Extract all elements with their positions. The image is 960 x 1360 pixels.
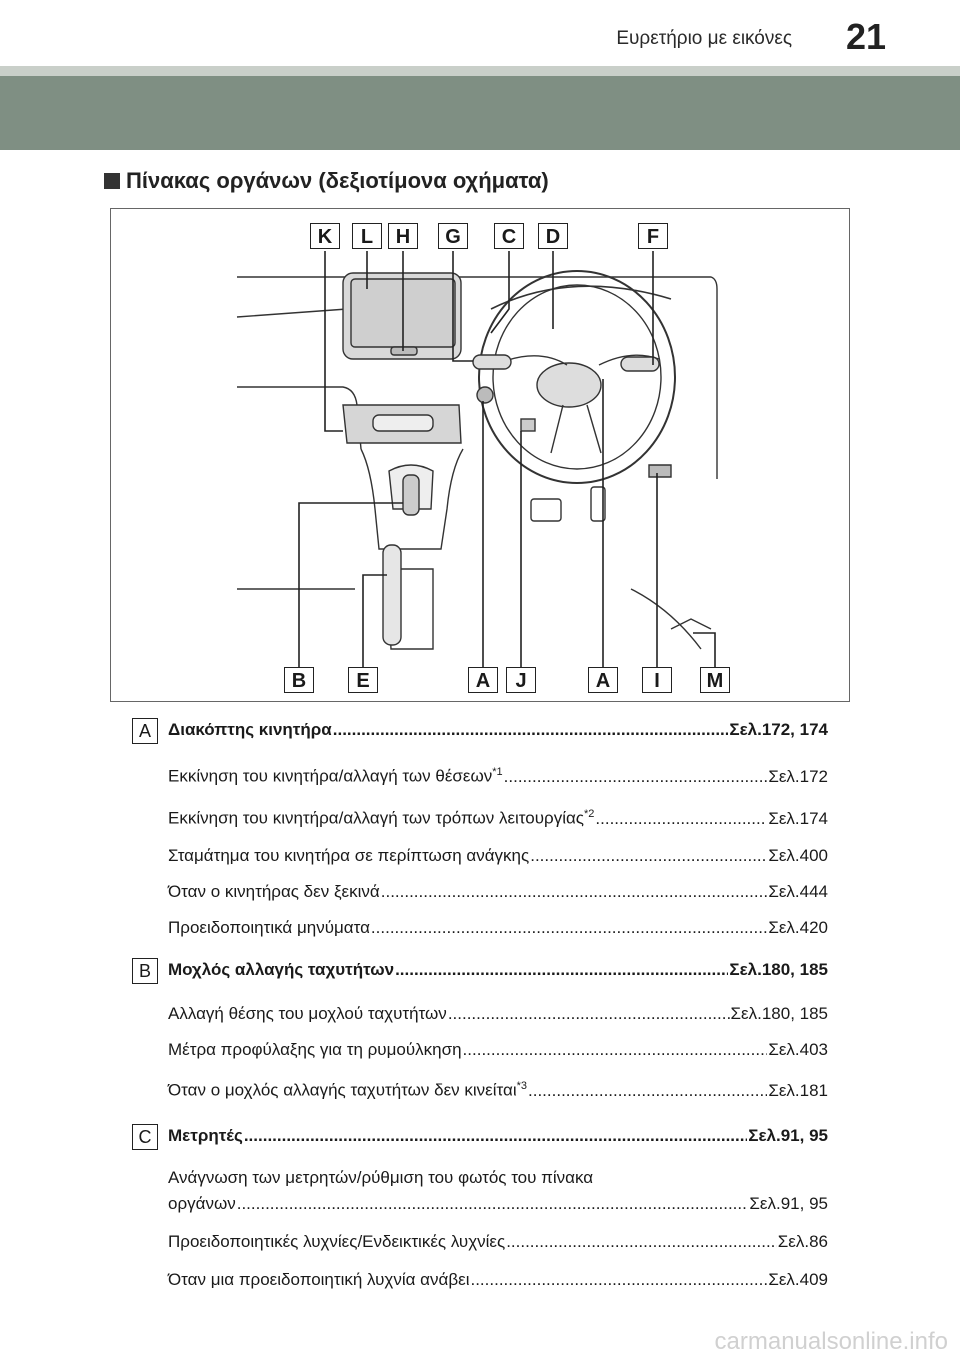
callout-a-right: A	[588, 667, 618, 693]
callout-e: E	[348, 667, 378, 693]
page-ref: Σελ.91, 95	[748, 1126, 828, 1145]
entry-title: Διακόπτης κινητήρα	[168, 720, 332, 739]
page-ref: Σελ.409	[768, 1270, 828, 1289]
callout-i: I	[642, 667, 672, 693]
sub-text: Προειδοποιητικά μηνύματα	[168, 918, 370, 937]
callout-l: L	[352, 223, 382, 249]
sub-text: Όταν ο κινητήρας δεν ξεκινά	[168, 882, 380, 901]
page-ref: Σελ.180, 185	[730, 1004, 828, 1023]
sub-row: Προειδοποιητικά μηνύματα Σελ.420	[168, 918, 828, 938]
entry-main-row: Μοχλός αλλαγής ταχυτήτων Σελ.180, 185	[168, 960, 828, 980]
dashboard-illustration: K L H G C D F B E A J A I M	[110, 208, 850, 702]
sub-text-line1: Ανάγνωση των μετρητών/ρύθμιση του φωτός …	[168, 1168, 594, 1187]
entry-title: Μοχλός αλλαγής ταχυτήτων	[168, 960, 395, 979]
sub-row: Όταν ο κινητήρας δεν ξεκινά Σελ.444	[168, 882, 828, 902]
section-title: Πίνακας οργάνων (δεξιοτίμονα οχήματα)	[104, 168, 549, 194]
sub-row: Σταμάτημα του κινητήρα σε περίπτωση ανάγ…	[168, 846, 828, 866]
page-ref: Σελ.444	[768, 882, 828, 901]
sub-row: Εκκίνηση του κινητήρα/αλλαγή των θέσεων*…	[168, 766, 828, 787]
entry-main-row: Μετρητές Σελ.91, 95	[168, 1126, 828, 1146]
callout-d: D	[538, 223, 568, 249]
sub-row: Όταν μια προειδοποιητική λυχνία ανάβει Σε…	[168, 1270, 828, 1290]
sub-text: Εκκίνηση του κινητήρα/αλλαγή των τρόπων …	[168, 808, 584, 828]
sub-row: οργάνων Σελ.91, 95	[168, 1194, 828, 1214]
sub-text: Όταν ο μοχλός αλλαγής ταχυτήτων δεν κινε…	[168, 1080, 517, 1100]
footnote-mark: *1	[492, 766, 503, 778]
page-ref: Σελ.91, 95	[749, 1194, 828, 1213]
page-ref: Σελ.172, 174	[729, 720, 828, 739]
page-ref: Σελ.420	[768, 918, 828, 937]
sub-text: Μέτρα προφύλαξης για τη ρυμούλκηση	[168, 1040, 462, 1059]
page-number: 21	[846, 16, 887, 57]
page-ref: Σελ.172	[768, 766, 828, 786]
header-rule	[0, 66, 960, 76]
callout-h: H	[388, 223, 418, 249]
entry-badge: C	[132, 1124, 158, 1150]
page-header: Ευρετήριο με εικόνες 21	[0, 0, 960, 76]
sub-text: Προειδοποιητικές λυχνίες/Ενδεικτικές λυχ…	[168, 1232, 506, 1251]
sub-text: Αλλαγή θέσης του μοχλού ταχυτήτων	[168, 1004, 447, 1023]
callout-k: K	[310, 223, 340, 249]
sub-text: Σταμάτημα του κινητήρα σε περίπτωση ανάγ…	[168, 846, 530, 865]
sub-row: Όταν ο μοχλός αλλαγής ταχυτήτων δεν κινε…	[168, 1080, 828, 1101]
bullet-square-icon	[104, 173, 120, 189]
sub-row: Εκκίνηση του κινητήρα/αλλαγή των τρόπων …	[168, 808, 828, 829]
header-band	[0, 76, 960, 150]
sub-text: Όταν μια προειδοποιητική λυχνία ανάβει	[168, 1270, 470, 1289]
sub-row: Αλλαγή θέσης του μοχλού ταχυτήτων Σελ.180…	[168, 1004, 828, 1024]
page-ref: Σελ.180, 185	[729, 960, 828, 979]
entry-title: Μετρητές	[168, 1126, 243, 1145]
section-title-text: Πίνακας οργάνων (δεξιοτίμονα οχήματα)	[126, 168, 549, 193]
callout-f: F	[638, 223, 668, 249]
callout-m: M	[700, 667, 730, 693]
dashboard-drawing	[236, 251, 718, 669]
page-ref: Σελ.181	[768, 1080, 828, 1100]
callout-j: J	[506, 667, 536, 693]
footnote-mark: *3	[516, 1080, 528, 1092]
header-title: Ευρετήριο με εικόνες	[616, 28, 792, 49]
callout-a-left: A	[468, 667, 498, 693]
footnote-mark: *2	[584, 808, 595, 820]
page-ref: Σελ.400	[768, 846, 828, 865]
page-ref: Σελ.174	[768, 808, 828, 828]
sub-row: Μέτρα προφύλαξης για τη ρυμούλκηση Σελ.40…	[168, 1040, 828, 1060]
page-ref: Σελ.86	[777, 1232, 828, 1251]
entry-badge: A	[132, 718, 158, 744]
callout-b: B	[284, 667, 314, 693]
watermark: carmanualsonline.info	[714, 1328, 948, 1355]
callout-c: C	[494, 223, 524, 249]
sub-text: οργάνων	[168, 1194, 236, 1213]
sub-row: Προειδοποιητικές λυχνίες/Ενδεικτικές λυχ…	[168, 1232, 828, 1252]
sub-text: Εκκίνηση του κινητήρα/αλλαγή των θέσεων	[168, 766, 493, 786]
page-ref: Σελ.403	[768, 1040, 828, 1059]
entry-badge: B	[132, 958, 158, 984]
entry-main-row: Διακόπτης κινητήρα Σελ.172, 174	[168, 720, 828, 740]
callout-g: G	[438, 223, 468, 249]
